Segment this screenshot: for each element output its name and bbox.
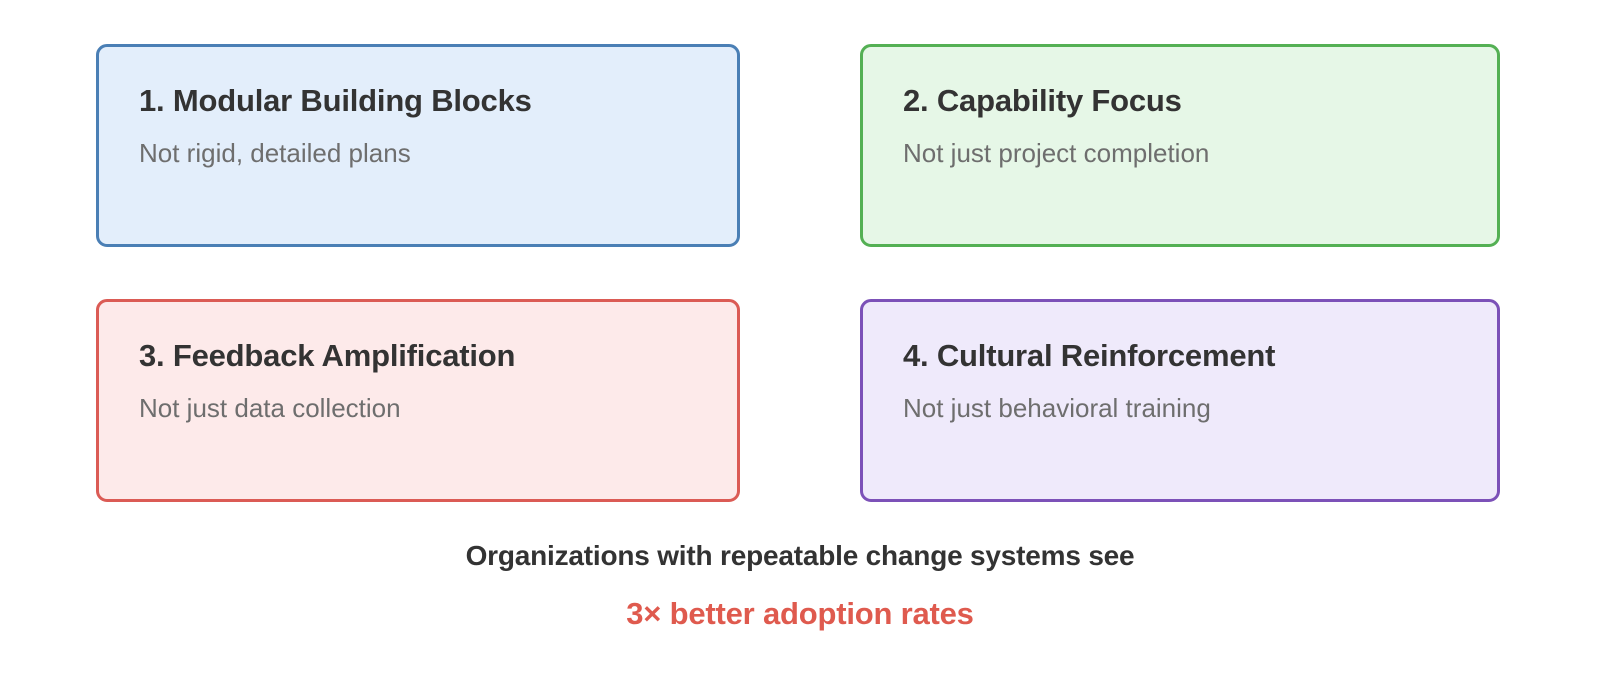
card-subtitle: Not just project completion <box>903 137 1210 168</box>
card-cultural-reinforcement[interactable]: 4. Cultural Reinforcement Not just behav… <box>860 299 1500 502</box>
card-subtitle: Not just data collection <box>139 392 401 423</box>
principles-card-grid: 1. Modular Building Blocks Not rigid, de… <box>96 44 1500 502</box>
card-modular-building-blocks[interactable]: 1. Modular Building Blocks Not rigid, de… <box>96 44 740 247</box>
footer-callout: Organizations with repeatable change sys… <box>0 540 1600 632</box>
card-capability-focus[interactable]: 2. Capability Focus Not just project com… <box>860 44 1500 247</box>
card-subtitle: Not rigid, detailed plans <box>139 137 411 168</box>
footer-statement: Organizations with repeatable change sys… <box>465 540 1135 571</box>
card-title: 1. Modular Building Blocks <box>139 83 532 118</box>
card-subtitle: Not just behavioral training <box>903 392 1211 423</box>
card-title: 2. Capability Focus <box>903 83 1182 118</box>
card-title: 4. Cultural Reinforcement <box>903 338 1276 373</box>
card-feedback-amplification[interactable]: 3. Feedback Amplification Not just data … <box>96 299 740 502</box>
footer-highlight: 3× better adoption rates <box>626 596 974 632</box>
card-title: 3. Feedback Amplification <box>139 338 516 373</box>
